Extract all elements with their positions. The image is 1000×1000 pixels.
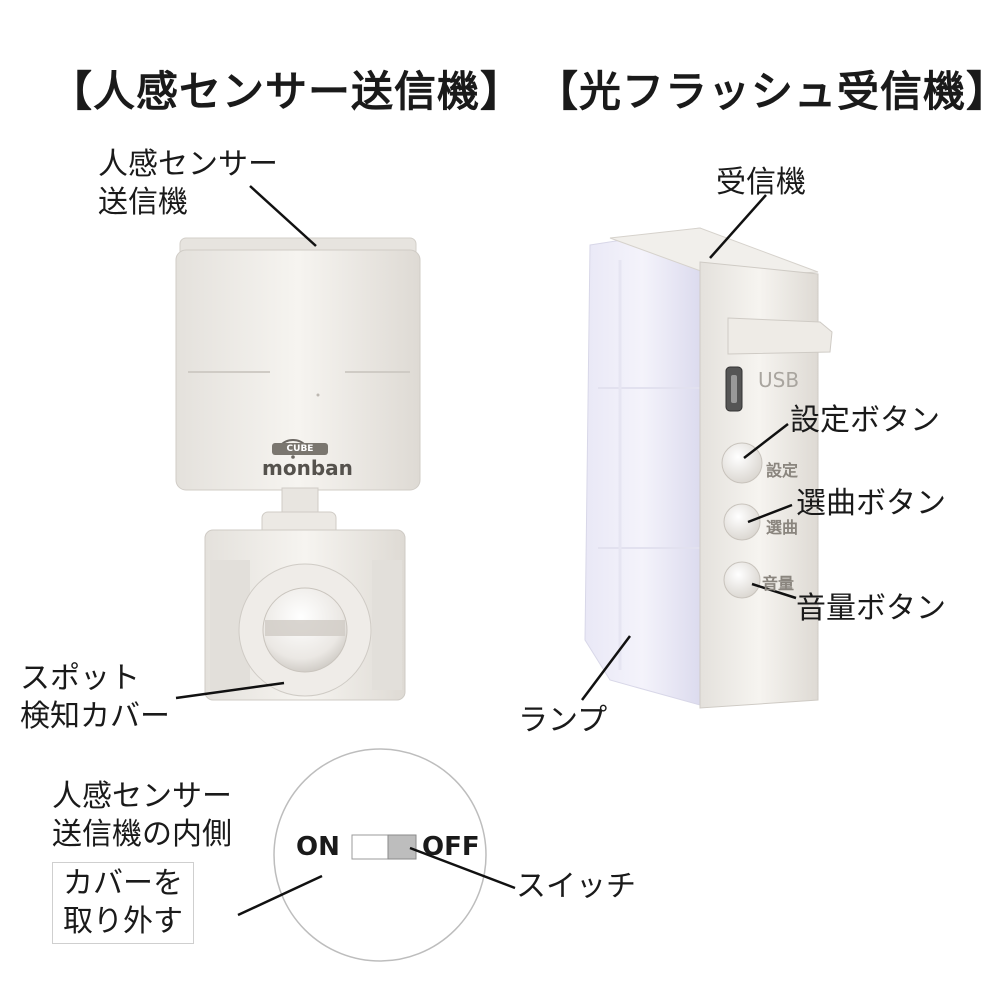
inside-label: 人感センサー 送信機の内側: [52, 778, 232, 854]
spot-cover-label: スポット 検知カバー: [20, 660, 170, 736]
switch-slider: [387, 834, 417, 860]
brand-badge: CUBE: [272, 443, 328, 455]
select-button-label: 選曲ボタン: [796, 486, 946, 521]
sender-device: [175, 237, 421, 701]
inside-label-line2: 送信機の内側: [52, 817, 232, 852]
set-button-print: 設定: [766, 461, 799, 480]
receiver-heading: 【光フラッシュ受信機】: [536, 67, 1000, 116]
brand-logo: monban: [262, 456, 353, 480]
select-button-print: 選曲: [766, 518, 799, 537]
spot-cover-label-line2: 検知カバー: [20, 699, 170, 734]
switch-label: スイッチ: [516, 869, 636, 904]
switch-on-label: ON: [296, 832, 340, 862]
remove-cover-note-line1: カバーを: [63, 866, 183, 901]
sender-label: 人感センサー 送信機: [98, 146, 278, 222]
sender-label-line2: 送信機: [98, 185, 188, 220]
sender-label-line1: 人感センサー: [98, 147, 278, 182]
inside-label-line1: 人感センサー: [52, 779, 232, 814]
remove-cover-note: カバーを 取り外す: [52, 862, 194, 944]
set-button-label: 設定ボタン: [790, 403, 940, 438]
volume-button-label: 音量ボタン: [796, 591, 946, 626]
sender-heading: 【人感センサー送信機】: [50, 67, 524, 116]
volume-button-print: 音量: [762, 574, 795, 593]
switch-off-label: OFF: [422, 832, 480, 862]
receiver-label: 受信機: [716, 165, 806, 200]
usb-print: USB: [758, 368, 800, 392]
spot-cover-label-line1: スポット: [20, 661, 140, 696]
remove-cover-note-line2: 取り外す: [63, 904, 183, 939]
lamp-label: ランプ: [518, 703, 608, 738]
